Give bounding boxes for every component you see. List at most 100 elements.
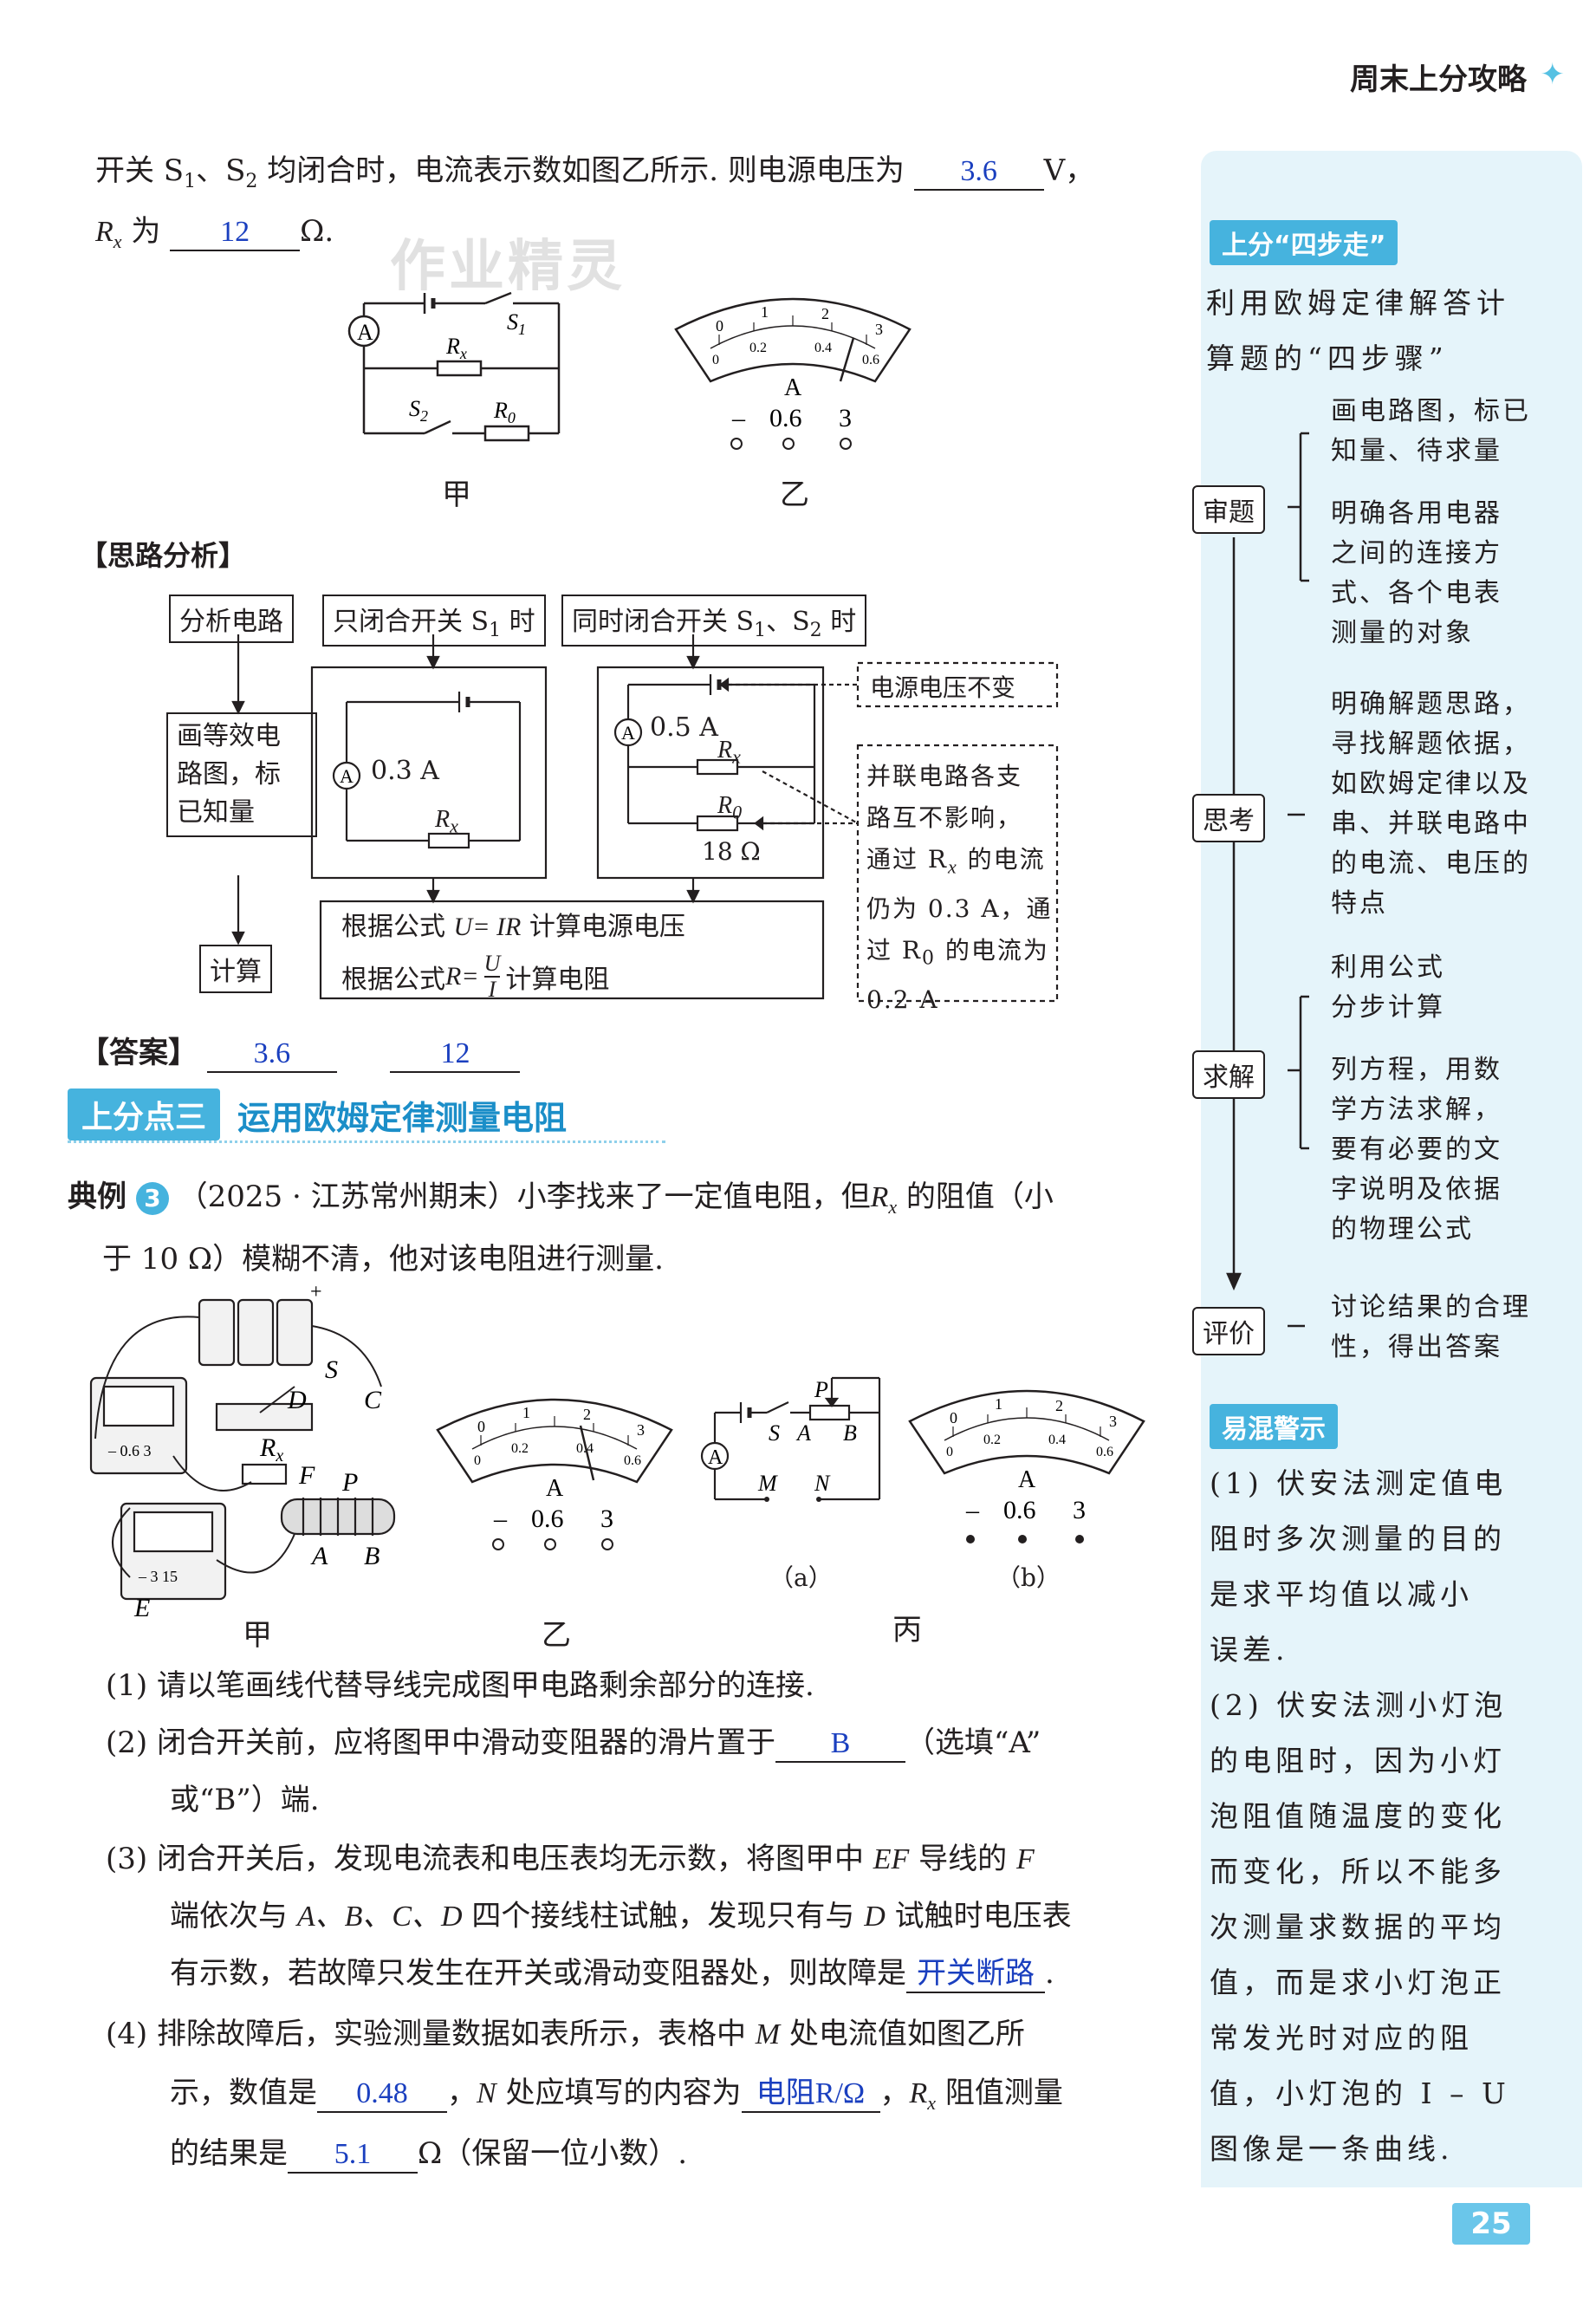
svg-text:D: D: [287, 1386, 307, 1414]
question-4-answer-header: 电阻R/Ω: [741, 2076, 880, 2113]
ammeter-label: A: [357, 320, 373, 345]
ammeter-figure-yi-2: 0 1 2 3 0 0.2 0.4 0.6 A – 0.6 3: [436, 1398, 673, 1550]
question-4-answer-current: 0.48: [317, 2076, 447, 2113]
sidebar-intro: 利用欧姆定律解答计算题的“四步骤”: [1206, 286, 1510, 375]
section-3-banner: 上分点三 运用欧姆定律测量电阻: [68, 1089, 568, 1141]
svg-text:A: A: [708, 1446, 723, 1469]
ammeter-label-yi-2: 乙: [542, 1618, 571, 1653]
svg-text:–: –: [493, 1504, 508, 1533]
sidebar-step-2: 思考: [1192, 794, 1265, 842]
svg-text:0.2: 0.2: [511, 1441, 529, 1456]
svg-text:B: B: [843, 1420, 857, 1446]
example-number-badge: 3: [135, 1182, 169, 1215]
svg-text:0.6: 0.6: [1003, 1496, 1036, 1524]
svg-text:E: E: [133, 1594, 150, 1622]
svg-text:3: 3: [875, 321, 883, 338]
answer-row: 【答案】 3.6 12: [80, 1026, 521, 1080]
section-divider: [68, 1141, 665, 1143]
watermark: 作业精灵: [390, 235, 626, 299]
svg-text:Rx: Rx: [445, 334, 467, 362]
svg-text:–: –: [731, 404, 746, 432]
svg-text:–: –: [965, 1496, 980, 1524]
page-number: 25: [1452, 2203, 1530, 2245]
svg-text:R0: R0: [493, 398, 516, 426]
sidebar-step-4: 评价: [1192, 1307, 1265, 1355]
svg-text:S: S: [325, 1355, 338, 1384]
sidebar-tag-four-steps: 上分“四步走”: [1210, 220, 1398, 265]
svg-text:S2: S2: [409, 396, 428, 425]
circuit-diagram-jia: A S1 Rx S2 R0: [347, 291, 561, 442]
svg-text:Rx: Rx: [259, 1433, 283, 1465]
section-3-title: 运用欧姆定律测量电阻: [237, 1098, 568, 1137]
svg-text:C: C: [364, 1386, 382, 1414]
svg-text:A: A: [621, 722, 635, 744]
left-rx-label: Rx: [435, 806, 458, 837]
analysis-heading: 【思路分析】: [80, 539, 247, 572]
apparatus-figure-jia: + S D C Rx F P A B E – 0.6 3 – 3 15: [89, 1283, 396, 1622]
svg-text:A: A: [310, 1542, 328, 1570]
svg-text:P: P: [814, 1377, 828, 1402]
box-calculate: 计算: [199, 945, 272, 993]
svg-text:0.4: 0.4: [1048, 1433, 1066, 1447]
figure-label-a: （a）: [769, 1563, 833, 1592]
figure-label-jia: 甲: [442, 478, 471, 512]
note-voltage-unchanged: 电源电压不变: [870, 673, 1016, 702]
sidebar-step-1: 审题: [1192, 485, 1265, 534]
svg-text:3: 3: [839, 404, 852, 432]
question-3-line1: (3) 闭合开关后，发现电流表和电压表均无示数，将图甲中 EF 导线的 F: [106, 1842, 1035, 1876]
svg-text:0: 0: [946, 1445, 953, 1459]
ammeter-figure-yi: 0 1 2 3 0 0.2 0.4 0.6 A – 0.6 3: [674, 297, 912, 450]
svg-text:0.4: 0.4: [576, 1441, 594, 1456]
svg-text:0.4: 0.4: [814, 341, 832, 355]
note-parallel: 并联电路各支 路互不影响， 通过 Rx 的电流 仍为 0.3 A，通 过 R0 …: [866, 762, 1053, 1015]
svg-text:0.6: 0.6: [531, 1504, 564, 1533]
box-analyze-circuit: 分析电路: [169, 595, 294, 643]
svg-text:N: N: [814, 1471, 831, 1496]
sidebar-warning-text: (1) 伏安法测定值电阻时多次测量的目的是求平均值以减小误差. (2) 伏安法测…: [1210, 1466, 1510, 2166]
question-4-answer-result: 5.1: [288, 2137, 418, 2174]
svg-text:A: A: [340, 765, 354, 787]
example-3-line2: 于 10 Ω）模糊不清，他对该电阻进行测量.: [102, 1242, 664, 1277]
sidebar-step-3-notes: 利用公式分步计算 列方程，用数学方法求解，要有必要的文字说明及依据的物理公式: [1331, 952, 1502, 1244]
question-1: (1) 请以笔画线代替导线完成图甲电路剩余部分的连接.: [106, 1668, 814, 1703]
svg-text:0: 0: [716, 317, 723, 335]
svg-text:A: A: [1018, 1466, 1036, 1493]
sidebar-tag-warning: 易混警示: [1210, 1404, 1338, 1449]
svg-text:0.6: 0.6: [1096, 1445, 1113, 1459]
answer-resistance: 12: [170, 215, 301, 251]
svg-text:F: F: [298, 1461, 315, 1490]
svg-text:3: 3: [600, 1504, 613, 1533]
svg-text:M: M: [757, 1471, 778, 1496]
svg-text:2: 2: [583, 1406, 591, 1423]
svg-text:P: P: [341, 1468, 358, 1497]
svg-text:0.6: 0.6: [862, 353, 879, 367]
svg-text:0.2: 0.2: [983, 1433, 1001, 1447]
right-r0-label: R0: [717, 792, 743, 823]
sidebar-step-2-notes: 明确解题思路，寻找解题依据，如欧姆定律以及串、并联电路中的电流、电压的特点: [1331, 689, 1531, 919]
question-3-line2: 端依次与 A、B、C、D 四个接线柱试触，发现只有与 D 试触时电压表: [170, 1899, 1072, 1933]
left-current-value: 0.3 A: [371, 756, 439, 786]
figure-label-b: （b）: [996, 1563, 1061, 1592]
r0-value: 18 Ω: [702, 837, 761, 866]
figure-label-yi: 乙: [780, 478, 809, 512]
box-both-switches: 同时闭合开关 S1、S2 时: [561, 595, 867, 647]
svg-text:1: 1: [522, 1404, 530, 1421]
right-rx-label: Rx: [717, 737, 741, 768]
formula-voltage: 根据公式 U= IR 计算电源电压: [341, 912, 685, 942]
question-2-answer: B: [775, 1726, 905, 1763]
svg-text:+: +: [310, 1283, 322, 1303]
svg-text:0: 0: [712, 353, 719, 367]
figure-label-bing: 丙: [892, 1613, 922, 1647]
svg-text:2: 2: [821, 305, 829, 322]
box-only-s1: 只闭合开关 S1 时: [322, 595, 546, 647]
svg-text:2: 2: [1055, 1397, 1063, 1414]
svg-text:A: A: [795, 1420, 811, 1446]
sidebar-step-3: 求解: [1192, 1050, 1265, 1099]
svg-text:– 3 15: – 3 15: [138, 1568, 178, 1585]
svg-text:0: 0: [474, 1453, 481, 1468]
svg-text:0: 0: [950, 1409, 957, 1426]
